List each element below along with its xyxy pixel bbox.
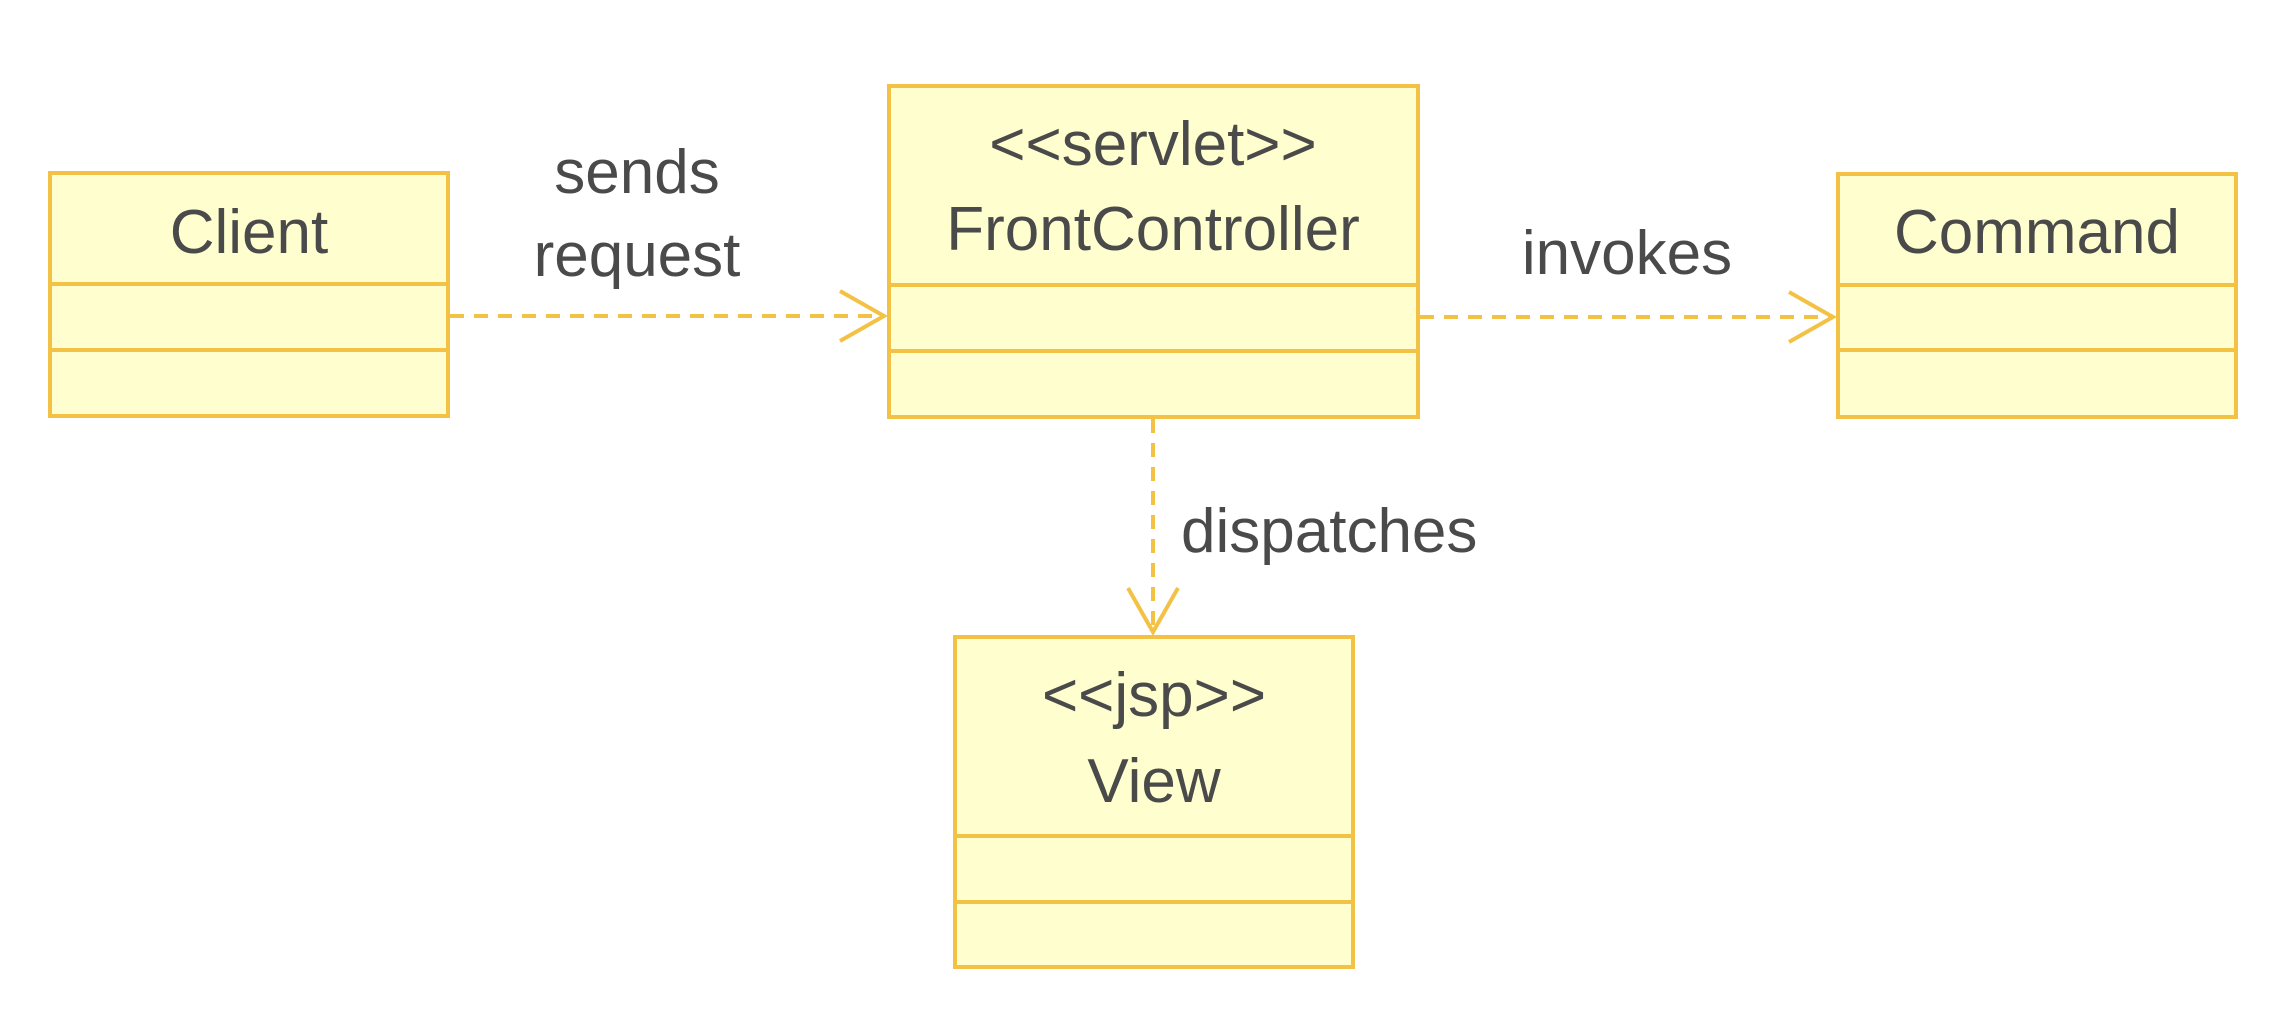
- relation-dispatches-label: dispatches: [1181, 497, 1477, 566]
- open-arrowhead-icon: [1126, 587, 1180, 637]
- relation-sends-label: sends: [554, 138, 719, 207]
- class-client-name: Client: [170, 198, 329, 267]
- relation-invokes-label: invokes: [1522, 219, 1732, 288]
- dependency-sends-request[interactable]: sends request: [450, 138, 889, 343]
- class-front-controller-stereotype: <<servlet>>: [989, 110, 1316, 179]
- open-arrowhead-icon: [839, 289, 889, 343]
- class-front-controller-name: FrontController: [946, 195, 1359, 264]
- open-arrowhead-icon: [1788, 290, 1838, 344]
- dependency-invokes[interactable]: invokes: [1420, 219, 1838, 344]
- class-command[interactable]: Command: [1836, 172, 2238, 419]
- relation-request-label: request: [534, 221, 741, 290]
- class-command-name: Command: [1894, 198, 2180, 267]
- class-view-name: View: [1087, 747, 1220, 816]
- dependency-dispatches[interactable]: dispatches: [1126, 419, 1477, 637]
- class-front-controller[interactable]: <<servlet>> FrontController: [887, 84, 1420, 419]
- class-view[interactable]: <<jsp>> View: [953, 635, 1355, 969]
- class-client[interactable]: Client: [48, 171, 450, 418]
- class-view-stereotype: <<jsp>>: [1042, 661, 1266, 730]
